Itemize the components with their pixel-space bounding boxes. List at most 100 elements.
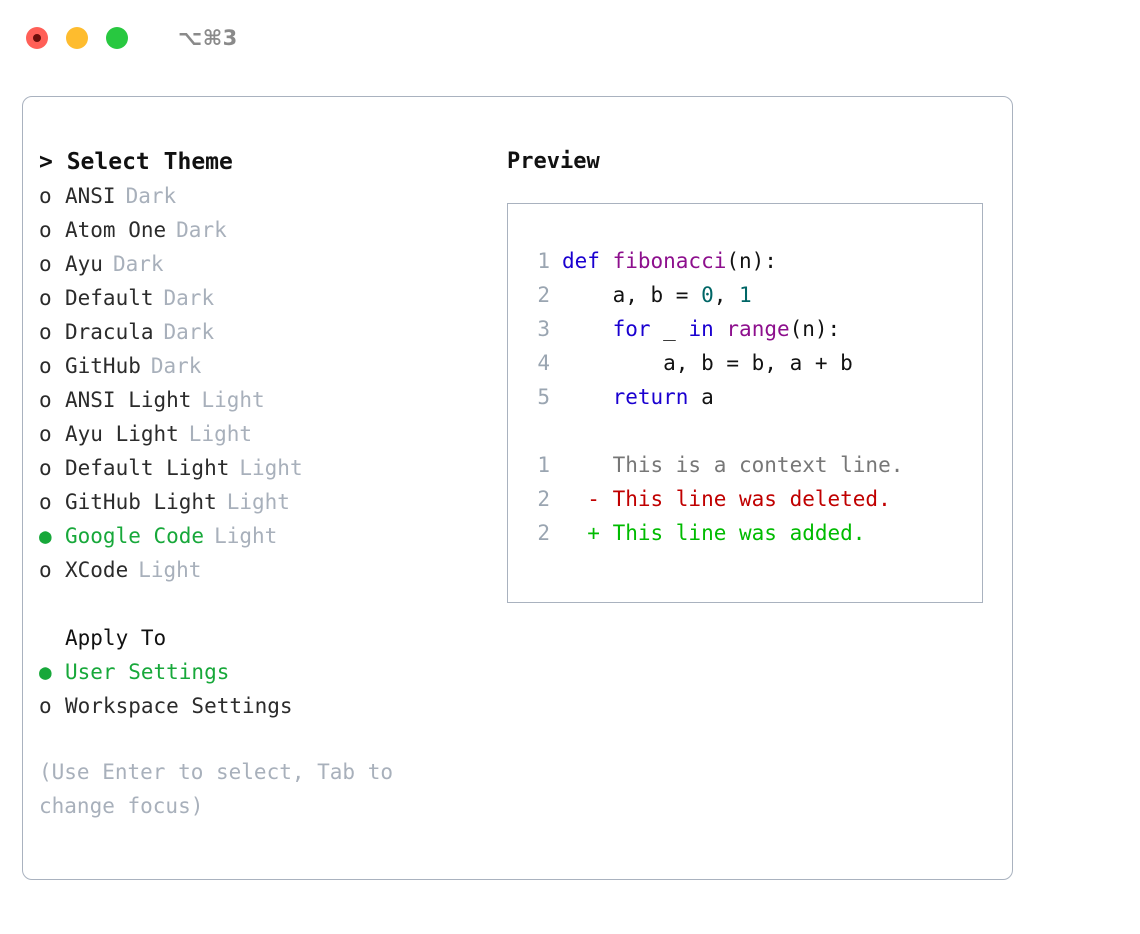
theme-option-kind: Dark — [176, 218, 227, 242]
theme-option-label: XCode — [65, 558, 129, 582]
theme-option[interactable]: o Ayu Dark — [39, 247, 493, 281]
code-token: a — [688, 385, 714, 409]
code-token: 1 — [739, 283, 752, 307]
theme-option[interactable]: o Default Dark — [39, 281, 493, 315]
maximize-button-icon[interactable] — [106, 27, 128, 49]
theme-option-label: GitHub — [65, 354, 141, 378]
code-line-text: def fibonacci(n): — [562, 244, 777, 278]
theme-option-kind: Dark — [112, 252, 164, 276]
code-line: 1 def fibonacci(n): — [522, 244, 982, 278]
theme-option-label: Google Code — [65, 524, 205, 548]
radio-unselected-icon: o — [39, 694, 52, 718]
apply-to-list: ● User Settings o Workspace Settings — [39, 655, 493, 723]
code-line: 4 a, b = b, a + b — [522, 346, 982, 380]
diff-line-number: 2 — [537, 521, 550, 545]
theme-option-kind: Dark — [163, 320, 215, 344]
radio-unselected-icon: o — [39, 286, 52, 310]
diff-line-text: - This line was deleted. — [562, 487, 891, 511]
code-token: _ — [650, 317, 689, 341]
diff-line: 1 This is a context line. — [522, 448, 982, 482]
list-spacer — [39, 587, 493, 621]
code-token: a, b = — [562, 283, 702, 307]
theme-option-label: Ayu — [65, 252, 103, 276]
theme-option[interactable]: o XCode Light — [39, 553, 493, 587]
diff-line: 2 - This line was deleted. — [522, 482, 982, 516]
code-diff-spacer — [522, 414, 982, 448]
diff-line-text: This is a context line. — [562, 453, 904, 477]
theme-option-kind: Light — [239, 456, 303, 480]
radio-unselected-icon: o — [39, 490, 52, 514]
keyboard-shortcut-label: ⌥⌘3 — [178, 26, 238, 50]
theme-option-kind: Dark — [125, 184, 177, 208]
apply-to-heading: Apply To — [65, 626, 167, 650]
theme-option-kind: Light — [188, 422, 253, 446]
apply-to-option-label: Workspace Settings — [65, 694, 293, 718]
theme-option-kind: Light — [214, 524, 278, 548]
theme-option[interactable]: o GitHub Dark — [39, 349, 493, 383]
theme-option-label: ANSI Light — [65, 388, 192, 412]
minimize-button-icon[interactable] — [66, 27, 88, 49]
radio-unselected-icon: o — [39, 252, 52, 276]
title-bar: ⌥⌘3 — [0, 0, 1140, 76]
code-line: 3 for _ in range(n): — [522, 312, 982, 346]
code-token: range — [726, 317, 790, 341]
radio-unselected-icon: o — [39, 354, 52, 378]
diff-line-number: 2 — [537, 487, 550, 511]
close-button-icon[interactable] — [26, 27, 48, 49]
traffic-lights — [26, 27, 128, 49]
radio-unselected-icon: o — [39, 218, 52, 242]
theme-option[interactable]: o Default Light Light — [39, 451, 493, 485]
apply-to-option[interactable]: ● User Settings — [39, 655, 493, 689]
code-line-number: 3 — [537, 317, 550, 341]
code-token — [562, 317, 613, 341]
radio-unselected-icon: o — [39, 456, 52, 480]
code-token: return — [612, 385, 689, 409]
code-token: , — [713, 283, 740, 307]
code-token: in — [688, 317, 714, 341]
code-line-number: 2 — [537, 283, 550, 307]
radio-selected-icon: ● — [39, 660, 52, 684]
theme-option-kind: Dark — [150, 354, 202, 378]
theme-option-label: Default — [65, 286, 154, 310]
radio-unselected-icon: o — [39, 422, 52, 446]
code-token — [562, 385, 613, 409]
theme-option-kind: Light — [201, 388, 265, 412]
code-token: (n): — [789, 317, 841, 341]
theme-option-label: Dracula — [65, 320, 154, 344]
radio-unselected-icon: o — [39, 558, 52, 582]
theme-option[interactable]: ● Google Code Light — [39, 519, 493, 553]
theme-option-label: GitHub Light — [65, 490, 217, 514]
theme-option-label: Ayu Light — [65, 422, 179, 446]
code-token: (n): — [726, 249, 777, 273]
keyboard-hint-text: (Use Enter to select, Tab to change focu… — [39, 760, 406, 818]
code-line-text: return a — [562, 380, 714, 414]
apply-to-option[interactable]: o Workspace Settings — [39, 689, 493, 723]
code-line-number: 1 — [537, 249, 550, 273]
theme-option-kind: Light — [138, 558, 202, 582]
diff-sample: 1 This is a context line.2 - This line w… — [522, 448, 982, 550]
theme-option-label: Default Light — [65, 456, 230, 480]
preview-title: Preview — [507, 149, 600, 174]
code-line: 5 return a — [522, 380, 982, 414]
theme-option-label: ANSI — [65, 184, 116, 208]
code-line-number: 5 — [537, 385, 550, 409]
theme-option-kind: Dark — [163, 286, 215, 310]
code-token: fibonacci — [612, 249, 727, 273]
code-line: 2 a, b = 0, 1 — [522, 278, 982, 312]
apply-to-option-label: User Settings — [65, 660, 230, 684]
code-line-text: a, b = 0, 1 — [562, 278, 752, 312]
radio-selected-icon: ● — [39, 524, 52, 548]
diff-line: 2 + This line was added. — [522, 516, 982, 550]
code-line-text: for _ in range(n): — [562, 312, 841, 346]
theme-option[interactable]: o Ayu Light Light — [39, 417, 493, 451]
